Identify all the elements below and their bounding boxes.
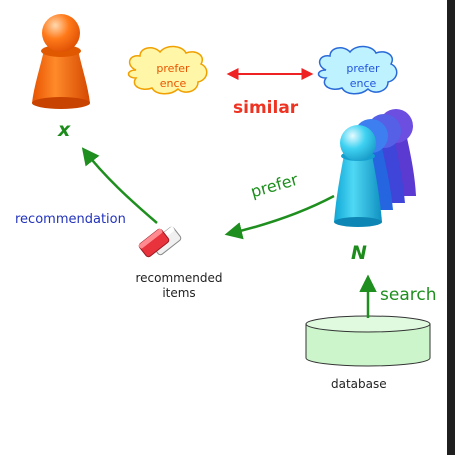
preference-cloud-right-text: prefer ence xyxy=(333,62,393,92)
search-label: search xyxy=(380,285,437,305)
preference-cloud-left-text: prefer ence xyxy=(143,62,203,92)
window-edge xyxy=(447,0,455,455)
cloud-right-line2: ence xyxy=(349,76,377,90)
neighbors-label: N xyxy=(351,242,367,264)
recommended-items-line2: items xyxy=(162,286,196,300)
cloud-right-line1: prefer xyxy=(346,62,380,75)
recommended-items-icon xyxy=(138,226,182,258)
recommended-items-line1: recommended xyxy=(135,271,223,285)
target-user-label: x xyxy=(58,119,71,141)
preference-cloud-left xyxy=(127,45,208,95)
database-label: database xyxy=(331,377,387,391)
preference-cloud-right xyxy=(317,45,398,95)
recommendation-label: recommendation xyxy=(15,212,126,227)
cloud-left-line1: prefer xyxy=(156,62,190,75)
recommendation-arrow xyxy=(81,147,158,224)
recommended-items-label: recommended items xyxy=(129,271,229,301)
target-user-figure xyxy=(32,14,90,109)
neighbor-users-figure xyxy=(334,109,416,227)
prefer-arrow xyxy=(224,194,335,240)
cloud-left-line2: ence xyxy=(159,76,187,90)
similar-label: similar xyxy=(233,98,299,118)
database-cylinder xyxy=(305,315,431,367)
